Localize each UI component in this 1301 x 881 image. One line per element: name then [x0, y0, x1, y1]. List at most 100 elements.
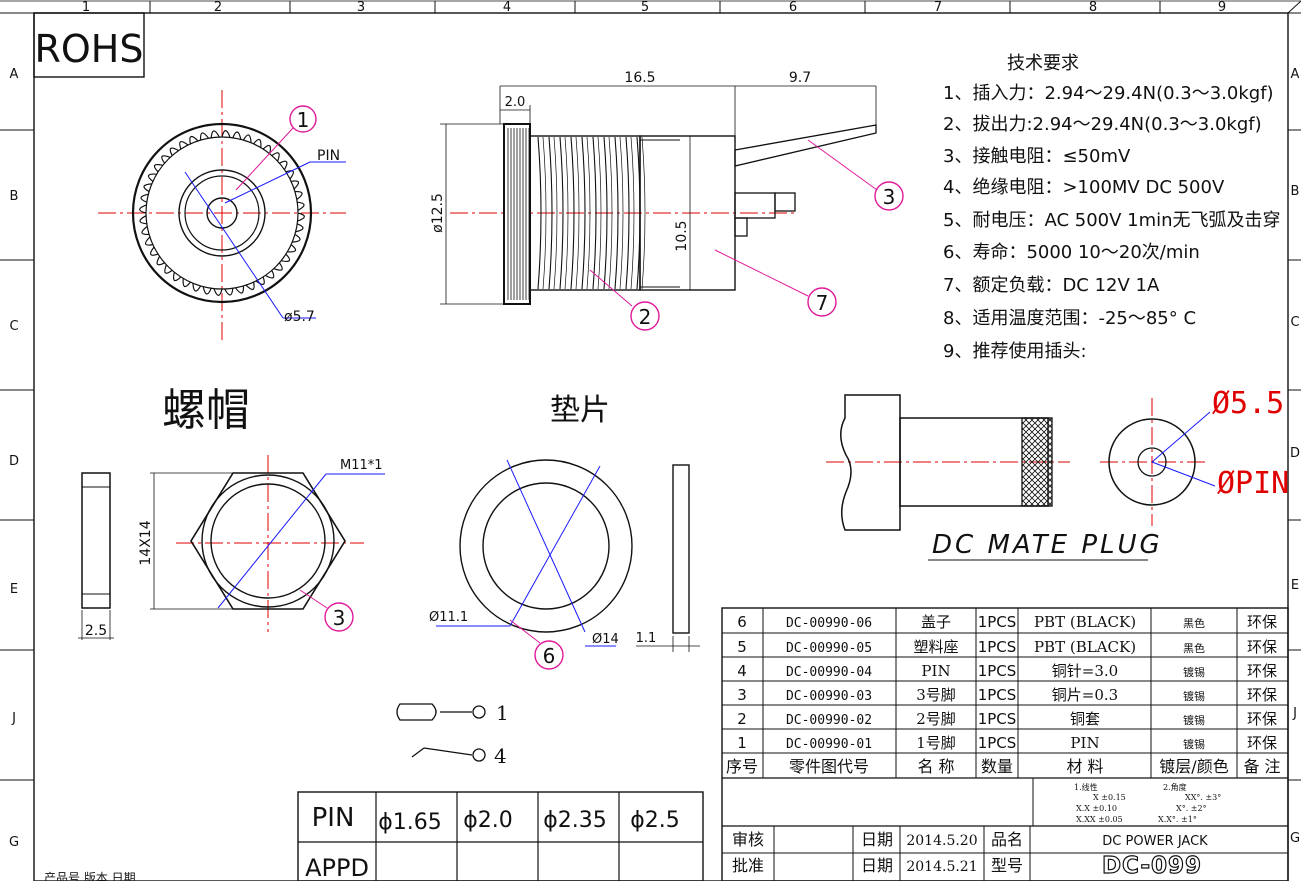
callout-3b-label: 3	[333, 606, 346, 630]
col-label: 5	[641, 0, 649, 15]
bom-cell: 5	[737, 638, 747, 656]
tol-linear: X ±0.15	[1093, 793, 1126, 802]
bom-cell: 6	[737, 613, 747, 631]
dim-9-7: 9.7	[789, 70, 811, 86]
callout-7-label: 7	[816, 291, 829, 315]
callout-7	[807, 287, 837, 317]
bom-cell: 环保	[1247, 710, 1277, 728]
col-label: 1	[82, 0, 90, 15]
bom-cell: 铜片=0.3	[1052, 686, 1118, 704]
dim-m11: M11*1	[340, 458, 383, 473]
bom-cell: DC-00990-04	[786, 665, 872, 680]
pin-table-value: ϕ2.35	[543, 808, 607, 833]
col-label: 3	[357, 0, 365, 15]
bom-cell: 3	[737, 686, 747, 704]
row-label: C	[1290, 315, 1299, 330]
tech-item: 3、接触电阻：≤50mV	[943, 146, 1131, 167]
bom-cell: 镀锡	[1183, 665, 1205, 679]
bom-cell: 铜针=3.0	[1052, 662, 1118, 680]
bom-cell: 环保	[1247, 662, 1277, 680]
bom-cell: 2	[737, 710, 747, 728]
bom-cell: PIN	[921, 662, 950, 680]
tech-item: 9、推荐使用插头:	[943, 341, 1087, 362]
nut-title: 螺帽	[162, 385, 250, 436]
mate-plug	[826, 394, 1216, 561]
row-label: A	[10, 67, 19, 82]
bom-cell: DC-00990-06	[786, 616, 872, 631]
bom-cell: PBT (BLACK)	[1034, 613, 1136, 631]
dim-pin: PIN	[317, 148, 340, 164]
bom-cell: 环保	[1247, 686, 1277, 704]
tol-linear: X.X ±0.10	[1076, 804, 1117, 813]
bom-header-cell: 数量	[981, 757, 1013, 776]
rohs-label: ROHS	[34, 27, 143, 71]
model-label: 型号	[991, 856, 1023, 875]
row-label: E	[1291, 578, 1299, 593]
bom-cell: 1	[737, 734, 747, 752]
dim-2-0: 2.0	[505, 95, 526, 110]
callout-2-label: 2	[639, 305, 652, 329]
tech-item: 7、额定负载：DC 12V 1A	[943, 275, 1160, 296]
dim-1-1: 1.1	[636, 631, 657, 646]
bom-cell: DC-00990-01	[786, 737, 872, 752]
bom-header-cell: 备 注	[1243, 757, 1280, 776]
bom-cell: DC-00990-05	[786, 641, 872, 656]
knurl-edge	[139, 130, 305, 296]
plug-label: DC MATE PLUG	[932, 530, 1163, 560]
tol-angle: 2.角度	[1163, 782, 1187, 792]
footer-text: 产品号 版本 日期	[44, 871, 136, 881]
dim-2-5: 2.5	[85, 623, 107, 639]
date-value: 2014.5.21	[906, 859, 977, 875]
bom-cell: 镀锡	[1183, 737, 1205, 751]
bom-cell: 4	[737, 662, 747, 680]
callout-2	[630, 301, 660, 331]
washer-views	[436, 459, 700, 652]
pin-table-value: ϕ1.65	[378, 810, 442, 835]
bom-cell: PBT (BLACK)	[1034, 638, 1136, 656]
bom-header-cell: 序号	[726, 757, 758, 776]
callout-3	[874, 181, 904, 211]
dim-d57: ø5.7	[284, 309, 315, 325]
bom-cell: 塑料座	[913, 638, 958, 656]
pin-1-label: 1	[496, 701, 509, 725]
tech-requirements: 技术要求 1、插入力：2.94～29.4N(0.3～3.0kgf) 2、拔出力:…	[943, 53, 1281, 362]
pin-table-value: ϕ2.5	[630, 808, 680, 833]
row-label: D	[1290, 446, 1300, 461]
bom-cell: 1PCS	[978, 686, 1017, 704]
tol-linear: X.XX ±0.05	[1076, 815, 1123, 824]
side-view	[440, 85, 878, 307]
col-label: 7	[934, 0, 942, 15]
row-label: G	[9, 835, 19, 850]
row-label: D	[9, 454, 19, 469]
row-label: J	[1292, 706, 1297, 721]
bom-cell: 黑色	[1183, 641, 1205, 655]
product-name-label: 品名	[991, 830, 1023, 849]
bom-cell: 3号脚	[916, 686, 956, 704]
bom-cell: 镀锡	[1183, 713, 1205, 727]
bom-cell: 1PCS	[978, 613, 1017, 631]
tol-linear: 1.线性	[1074, 782, 1098, 792]
bom-cell: DC-00990-03	[786, 689, 872, 704]
nut-views	[78, 455, 385, 640]
pin-symbols	[396, 703, 486, 762]
bom-cell: 铜套	[1070, 710, 1100, 728]
callout-3b	[324, 602, 354, 632]
callout-1	[289, 105, 317, 133]
col-label: 8	[1089, 0, 1097, 15]
tech-item: 4、绝缘电阻：>100MV DC 500V	[943, 177, 1225, 198]
bom-cell: 2号脚	[916, 710, 956, 728]
bom-cell: 1PCS	[978, 662, 1017, 680]
tol-angle: X.X°. ±1°	[1158, 815, 1197, 824]
tol-angle: X°. ±2°	[1176, 804, 1207, 813]
review-label: 审核	[732, 830, 764, 849]
bom-cell: PIN	[1070, 734, 1099, 752]
bom-cell: 环保	[1247, 638, 1277, 656]
callout-3-label: 3	[883, 185, 896, 209]
washer-title: 垫片	[550, 393, 610, 428]
rohs-box	[33, 12, 145, 78]
tech-item: 5、耐电压：AC 500V 1min无飞弧及击穿	[943, 210, 1281, 231]
callout-6-label: 6	[543, 644, 556, 668]
bom-header-cell: 零件图代号	[789, 757, 869, 776]
dim-16-5: 16.5	[624, 70, 655, 86]
